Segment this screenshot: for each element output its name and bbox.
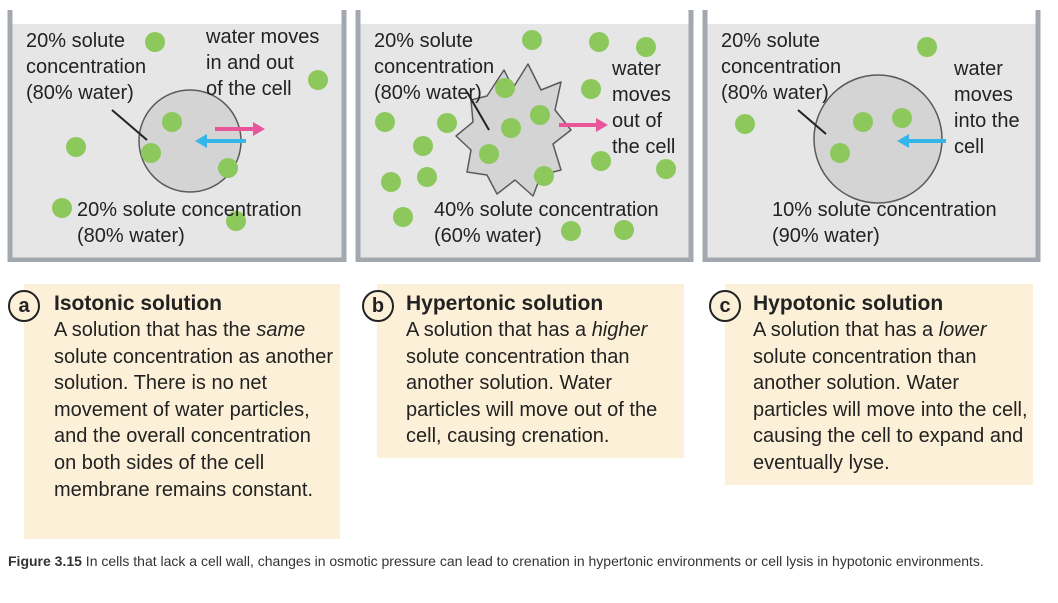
water-movement-label: water moves into the cell: [954, 56, 1020, 160]
label-line: out of: [612, 110, 663, 132]
desc-text: A solution that has a: [406, 319, 592, 341]
label-line: of the cell: [206, 78, 292, 100]
label-line: (80% water): [721, 82, 829, 104]
outside-concentration-label: 20% solute concentration (80% water): [77, 197, 302, 249]
label-line: 20% solute concentration: [77, 199, 302, 221]
label-line: concentration: [26, 56, 147, 78]
label-line: moves: [954, 84, 1013, 106]
outside-concentration-label: 40% solute concentration (60% water): [434, 197, 659, 249]
solute-particles: [52, 32, 328, 231]
arrow-out-icon: [559, 118, 608, 132]
beaker-hypotonic-graphic: [702, 10, 1041, 262]
badge-a: a: [8, 290, 40, 322]
desc-text: solute concentration than another soluti…: [753, 345, 1028, 474]
label-line: (80% water): [77, 225, 185, 247]
desc-emphasis: same: [256, 319, 306, 341]
label-line: (80% water): [26, 82, 134, 104]
card-hypertonic: [377, 284, 684, 458]
arrow-out-icon: [215, 122, 265, 136]
label-line: (90% water): [772, 225, 880, 247]
label-line: 40% solute concentration: [434, 199, 659, 221]
label-line: in and out: [206, 52, 294, 74]
label-line: water: [954, 58, 1003, 80]
label-line: concentration: [374, 56, 495, 78]
card-description: A solution that has a higher solute conc…: [406, 317, 678, 450]
beaker-wall: [7, 10, 347, 262]
beaker-wall: [355, 10, 694, 262]
beaker-isotonic: 20% solute concentration (80% water) wat…: [7, 10, 347, 262]
label-line: moves: [612, 84, 671, 106]
cell-pointer-line: [466, 91, 490, 131]
label-line: 10% solute concentration: [772, 199, 997, 221]
desc-text: A solution that has a: [753, 319, 939, 341]
caption-text: In cells that lack a cell wall, changes …: [81, 553, 984, 569]
card-title: Hypertonic solution: [406, 292, 604, 315]
cell-concentration-label: 20% solute concentration (80% water): [26, 28, 146, 106]
desc-text: solute concentration as another solution…: [54, 345, 334, 501]
arrow-in-icon: [195, 134, 246, 148]
label-line: (60% water): [434, 225, 542, 247]
arrow-in-icon: [897, 134, 946, 148]
figure-label: Figure 3.15: [8, 553, 82, 569]
beaker-hypertonic: 20% solute concentration (80% water) wat…: [355, 10, 694, 262]
desc-emphasis: lower: [938, 319, 987, 341]
outside-concentration-label: 10% solute concentration (90% water): [772, 197, 997, 249]
label-line: concentration: [721, 56, 842, 78]
desc-text: solute concentration than another soluti…: [406, 345, 658, 448]
badge-c: c: [709, 290, 741, 322]
card-isotonic: [24, 284, 340, 539]
beaker-isotonic-graphic: [7, 10, 347, 262]
desc-text: A solution that has the: [54, 319, 257, 341]
water-movement-label: water moves in and out of the cell: [206, 24, 319, 102]
beaker-wall: [702, 10, 1041, 262]
card-title: Hypotonic solution: [753, 292, 944, 315]
figure-caption: Figure 3.15 In cells that lack a cell wa…: [8, 552, 1008, 571]
solute-particles: [375, 30, 676, 241]
water-movement-label: water moves out of the cell: [612, 56, 675, 160]
cell-pointer-line: [797, 109, 827, 135]
badge-b: b: [362, 290, 394, 322]
label-line: 20% solute: [26, 30, 125, 52]
cell-concentration-label: 20% solute concentration (80% water): [721, 28, 841, 106]
label-line: cell: [954, 136, 985, 158]
label-line: water: [612, 58, 661, 80]
card-title: Isotonic solution: [54, 292, 222, 315]
cell-pointer-line: [111, 109, 148, 141]
solute-particles: [735, 37, 937, 163]
label-line: water moves: [206, 26, 320, 48]
beaker-hypertonic-graphic: [355, 10, 694, 262]
label-line: 20% solute: [374, 30, 473, 52]
label-line: into the: [954, 110, 1020, 132]
label-line: the cell: [612, 136, 676, 158]
label-line: 20% solute: [721, 30, 820, 52]
label-line: (80% water): [374, 82, 482, 104]
card-description: A solution that has a lower solute conce…: [753, 317, 1028, 477]
cell-concentration-label: 20% solute concentration (80% water): [374, 28, 494, 106]
card-hypotonic: [725, 284, 1033, 485]
desc-emphasis: higher: [591, 319, 648, 341]
card-description: A solution that has the same solute conc…: [54, 317, 336, 503]
beaker-hypotonic: 20% solute concentration (80% water) wat…: [702, 10, 1041, 262]
